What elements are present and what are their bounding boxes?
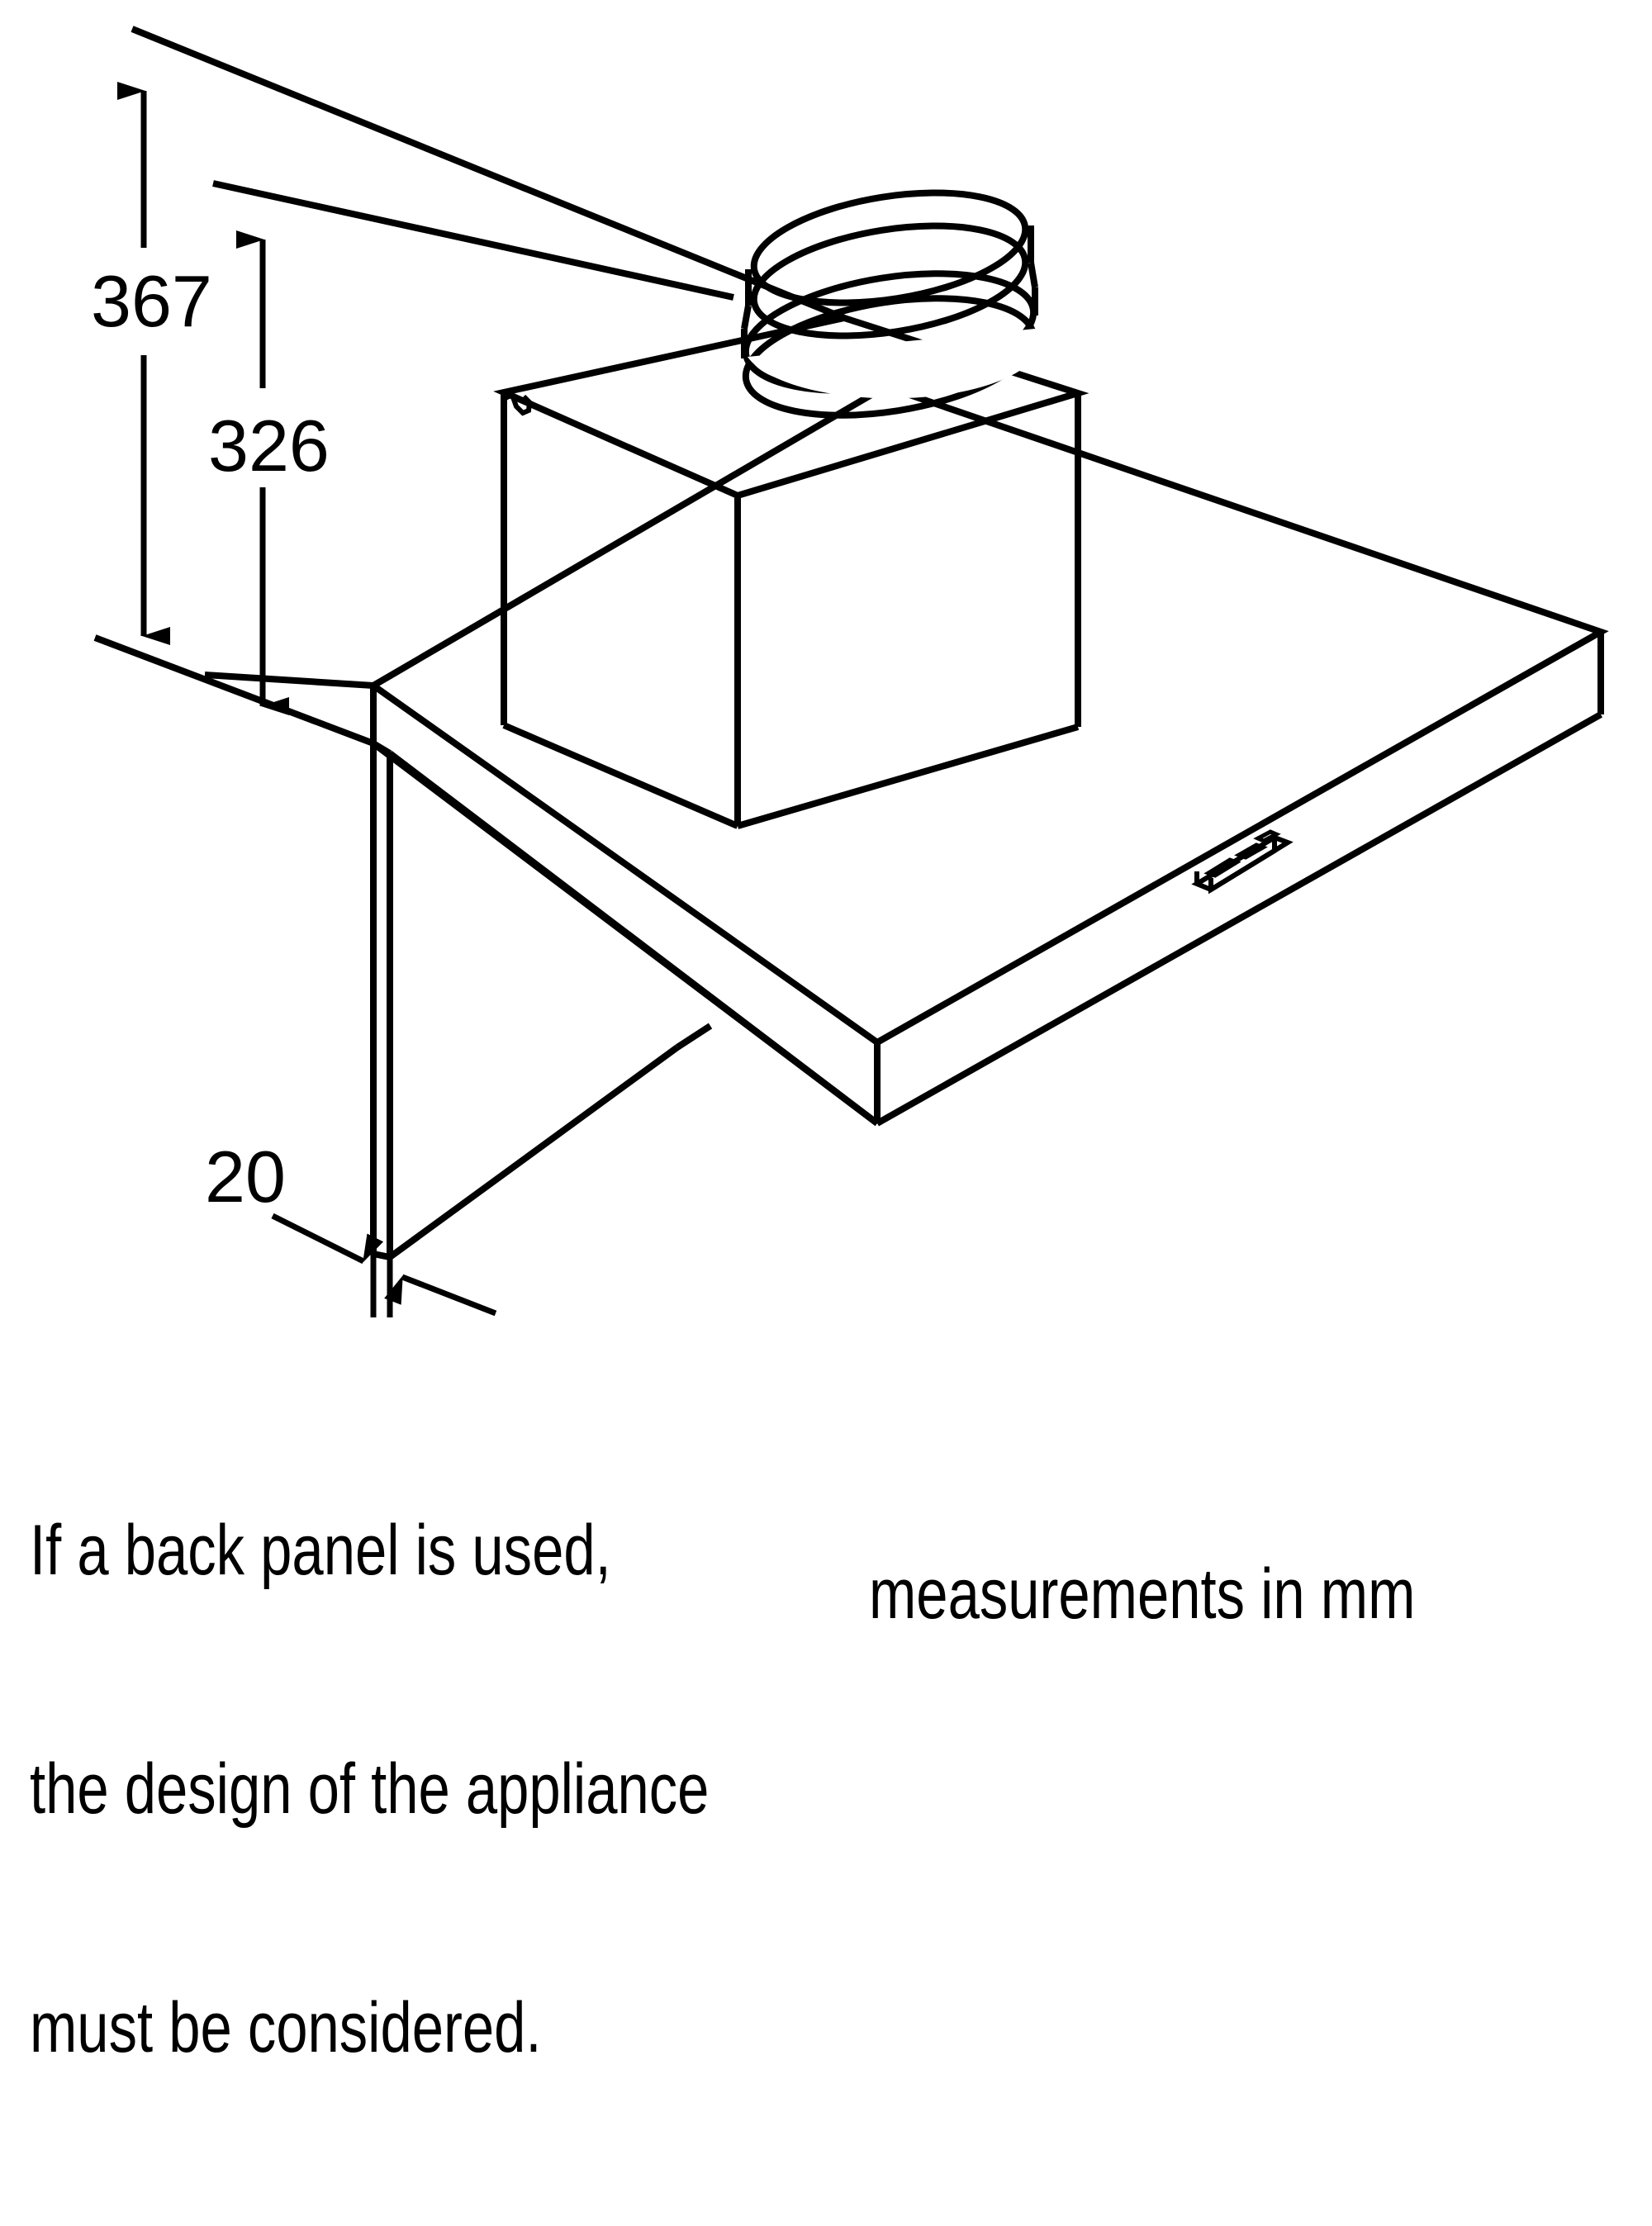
- drawing-sheet: 367 326 20 If a back panel is used, the …: [30, 26, 1609, 2067]
- dim-label-326: 326: [208, 405, 330, 486]
- back-panel-lower-diagonal: [387, 1044, 680, 1260]
- dimension-lines-group: [93, 26, 846, 1317]
- dim-arrow-20-right: [384, 1274, 497, 1317]
- back-panel-note-line-1: If a back panel is used,: [30, 1510, 611, 1590]
- back-panel-lower-diagonal-ext: [675, 1023, 713, 1051]
- appliance-isometric-drawing: 367 326 20: [91, 26, 1609, 1317]
- back-panel-note: If a back panel is used, the design of t…: [30, 1351, 709, 2226]
- chimney-bottom-left-edge: [502, 722, 739, 829]
- chimney-bottom-right-edge: [736, 724, 1080, 829]
- canopy-front-right-bottom-edge: [876, 711, 1602, 1127]
- back-panel-top-edge: [371, 740, 392, 757]
- canopy-top-face: [367, 382, 1609, 1047]
- ext-line-326-top: [212, 180, 734, 301]
- ext-line-326-bottom: [204, 672, 374, 689]
- duct-collar-occluder: [748, 329, 1040, 399]
- back-panel-upper-diagonal: [387, 750, 880, 1127]
- duct-collar-second-rim: [750, 222, 1029, 339]
- ext-line-367-top: [131, 26, 846, 321]
- duct-collar-left-taper: [741, 305, 752, 330]
- dim-arrow-20-left: [271, 1213, 384, 1265]
- units-note: measurements in mm: [869, 1554, 1416, 1634]
- chimney-clip-detail-icon: [510, 393, 533, 416]
- dim-label-367: 367: [91, 260, 212, 342]
- appliance-outline-group: [367, 189, 1609, 1260]
- control-panel-button-1[interactable]: [1203, 857, 1241, 878]
- chimney-clip-detail-stem: [504, 392, 514, 401]
- ext-line-367-bottom: [93, 634, 375, 747]
- control-panel-group[interactable]: [1191, 829, 1294, 895]
- control-panel-plate-side: [1208, 838, 1277, 895]
- back-panel-note-line-2: the design of the appliance: [30, 1749, 710, 1829]
- control-panel-plate[interactable]: [1191, 834, 1294, 893]
- control-panel-button-3[interactable]: [1253, 829, 1281, 843]
- duct-collar-right-taper: [1028, 262, 1038, 288]
- back-panel-note-line-3: must be considered.: [30, 1987, 542, 2067]
- control-panel-button-2[interactable]: [1234, 842, 1268, 860]
- dim-label-20: 20: [205, 1136, 286, 1217]
